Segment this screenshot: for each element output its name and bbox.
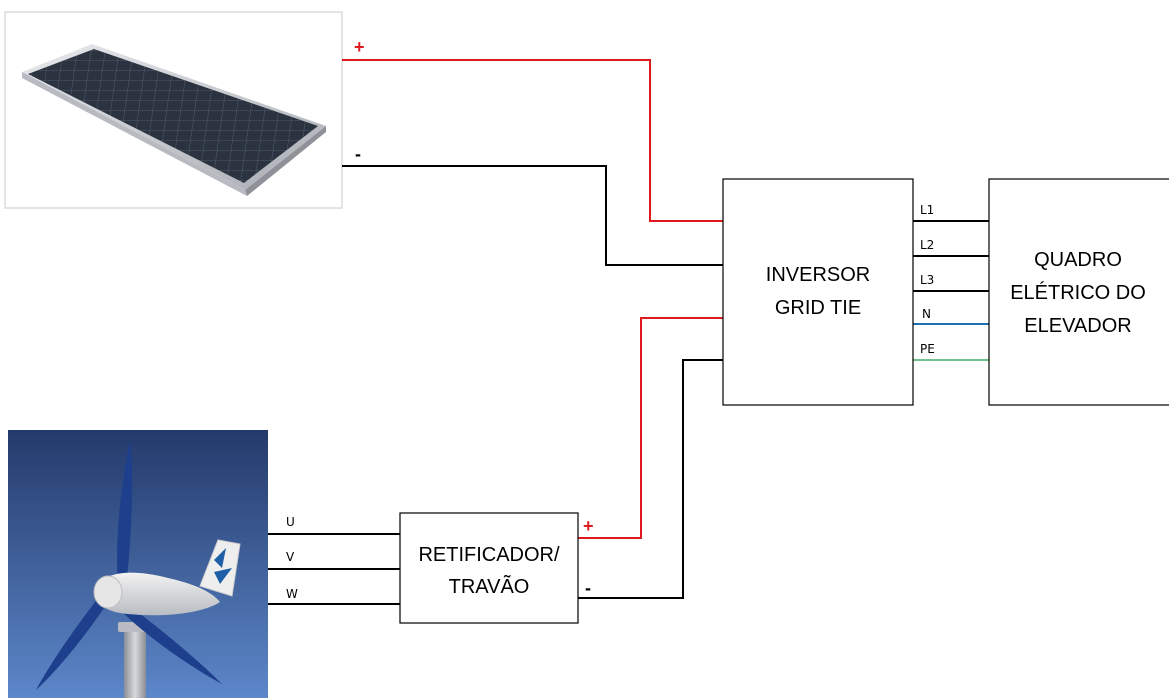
solar-panel-image <box>4 11 343 209</box>
turbine-tail-fin <box>199 539 241 597</box>
phase-label-w: W <box>286 587 298 601</box>
rectifier-label-line2: TRAVÃO <box>449 574 530 598</box>
inverter-box <box>722 178 914 406</box>
wire-solar-negative <box>342 165 723 266</box>
rectifier-label-line1: RETIFICADOR/ <box>418 544 560 566</box>
turbine-blade-top <box>117 440 133 585</box>
wire-solar-positive <box>342 59 723 222</box>
turbine-blade-right <box>118 600 222 684</box>
output-label-l1: L1 <box>920 203 934 217</box>
rectifier-box <box>399 512 579 624</box>
inverter-label-line1: INVERSOR <box>766 264 870 286</box>
wire-rectifier-negative <box>578 359 723 599</box>
rectifier-negative-sign: - <box>585 578 591 598</box>
wind-turbine-image <box>8 430 268 698</box>
turbine-nacelle <box>95 572 220 616</box>
rectifier-positive-sign: + <box>583 516 594 536</box>
solar-panel-cells <box>28 49 318 183</box>
solar-positive-sign: + <box>354 37 365 57</box>
panel-label-line3: ELEVADOR <box>1024 315 1131 337</box>
output-label-pe: PE <box>920 342 935 356</box>
turbine-mast <box>124 628 146 698</box>
electrical-panel-box <box>988 178 1169 406</box>
panel-label-line2: ELÉTRICO DO <box>1010 281 1146 304</box>
phase-label-v: V <box>286 550 295 564</box>
output-label-l3: L3 <box>920 273 934 287</box>
panel-label-line1: QUADRO <box>1034 249 1122 271</box>
wire-rectifier-positive <box>578 317 723 539</box>
turbine-blade-left <box>36 588 112 690</box>
solar-negative-sign: - <box>355 144 361 164</box>
inverter-label-line2: GRID TIE <box>775 297 861 319</box>
output-label-l2: L2 <box>920 238 934 252</box>
phase-label-u: U <box>286 515 295 529</box>
output-label-n: N <box>922 307 931 321</box>
